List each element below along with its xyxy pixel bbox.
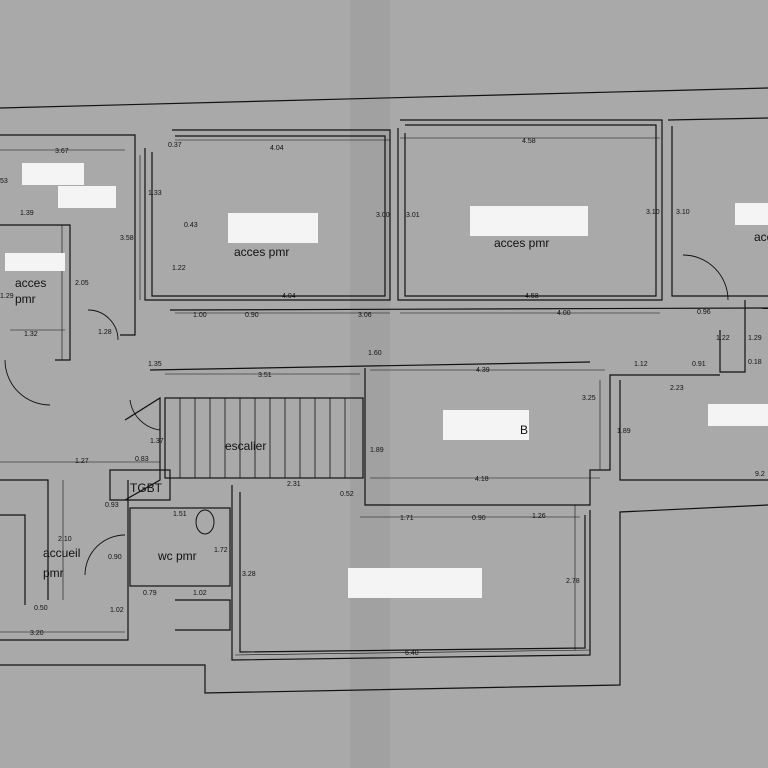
room-acces-left-line2: pmr	[15, 292, 36, 306]
room-tgbt: TGBT	[130, 481, 163, 495]
door-swings	[4, 254, 729, 576]
toilet-fixture-icon	[195, 509, 215, 535]
dim-label: 2.05	[75, 280, 89, 287]
room-acces-right: acce	[754, 230, 768, 244]
dim-label: 6.40	[405, 650, 419, 657]
dim-label: 1.29	[748, 335, 762, 342]
dim-label: 4.18	[475, 476, 489, 483]
dim-label: 1.89	[370, 447, 384, 454]
dim-label: 0.18	[748, 359, 762, 366]
dim-label: 0.52	[340, 491, 354, 498]
dim-label: 3.06	[358, 312, 372, 319]
redaction-3	[228, 213, 318, 243]
dim-label: 1.51	[173, 511, 187, 518]
dim-label: 3.58	[120, 235, 134, 242]
redaction-8	[708, 404, 768, 426]
dim-label: 1.71	[400, 515, 414, 522]
dim-label: 1.33	[148, 190, 162, 197]
dim-label: 2.31	[287, 481, 301, 488]
dim-label: 0.50	[34, 605, 48, 612]
room-acces-left-line1: acces	[15, 276, 46, 290]
room-accueil-line2: pmr	[43, 566, 64, 580]
room-escalier: escalier	[225, 439, 266, 453]
dim-label: 2.10	[58, 536, 72, 543]
dim-label: 0.90	[245, 312, 259, 319]
redactions	[5, 163, 768, 598]
dim-label: 1.37	[150, 438, 164, 445]
redaction-9	[348, 568, 482, 598]
dim-label: 1.26	[532, 513, 546, 520]
dim-label: 1.28	[98, 329, 112, 336]
room-acces-pmr-1: acces pmr	[234, 245, 289, 259]
dim-label: 0.79	[143, 590, 157, 597]
dim-label: 2.23	[670, 385, 684, 392]
redaction-2	[58, 186, 116, 208]
dim-label: 1.29	[0, 293, 14, 300]
dim-label: 1.89	[617, 428, 631, 435]
dim-label: 4.00	[557, 310, 571, 317]
paper-fold-shadow	[350, 0, 390, 768]
dim-label: 0.43	[184, 222, 198, 229]
dim-label: 3.25	[582, 395, 596, 402]
dim-label: 3.67	[55, 148, 69, 155]
room-fragment-b: B	[520, 423, 528, 437]
redaction-5	[735, 203, 768, 225]
dim-label: 4.58	[525, 293, 539, 300]
walls	[0, 87, 768, 694]
dim-label: 0.91	[692, 361, 706, 368]
dim-label: 1.12	[634, 361, 648, 368]
dim-label: 3.10	[676, 209, 690, 216]
dim-label: 1.60	[368, 350, 382, 357]
dimension-lines	[0, 137, 660, 656]
dim-label: 1.02	[193, 590, 207, 597]
dim-label: 4.04	[282, 293, 296, 300]
dim-label: 4.04	[270, 145, 284, 152]
redaction-4	[470, 206, 588, 236]
dim-label: 2.78	[566, 578, 580, 585]
room-wc-pmr: wc pmr	[157, 549, 197, 563]
dim-label: 1.32	[24, 331, 38, 338]
dimension-labels: 3.67 0.37 4.04 4.58 53 1.39 1.33 0.43 1.…	[0, 138, 765, 657]
dim-label: 4.39	[476, 367, 490, 374]
dim-label: 53	[0, 178, 8, 185]
dim-label: 3.51	[258, 372, 272, 379]
room-acces-pmr-2: acces pmr	[494, 236, 549, 250]
dim-label: 0.90	[472, 515, 486, 522]
dim-label: 3.00	[376, 212, 390, 219]
dim-label: 0.83	[135, 456, 149, 463]
dim-label: 1.02	[110, 607, 124, 614]
dim-label: 1.27	[75, 458, 89, 465]
dim-label: 0.90	[108, 554, 122, 561]
redaction-6	[5, 253, 65, 271]
room-accueil-line1: accueil	[43, 546, 80, 560]
dim-label: 1.72	[214, 547, 228, 554]
dim-label: 4.58	[522, 138, 536, 145]
dim-label: 1.39	[20, 210, 34, 217]
dim-label: 1.00	[193, 312, 207, 319]
dim-label: 0.96	[697, 309, 711, 316]
dim-label: 1.35	[148, 361, 162, 368]
dim-label: 1.22	[172, 265, 186, 272]
dim-label: 1.22	[716, 335, 730, 342]
room-labels: acces pmr acces pmr acces pmr acce escal…	[15, 230, 768, 580]
dim-label: 9.2	[755, 471, 765, 478]
dim-label: 0.93	[105, 502, 119, 509]
dim-label: 3.28	[242, 571, 256, 578]
dim-label: 3.10	[646, 209, 660, 216]
redaction-7	[443, 410, 529, 440]
dim-label: 3.01	[406, 212, 420, 219]
stair-treads	[179, 398, 346, 478]
dim-label: 3.20	[30, 630, 44, 637]
redaction-1	[22, 163, 84, 185]
dim-label: 0.37	[168, 142, 182, 149]
